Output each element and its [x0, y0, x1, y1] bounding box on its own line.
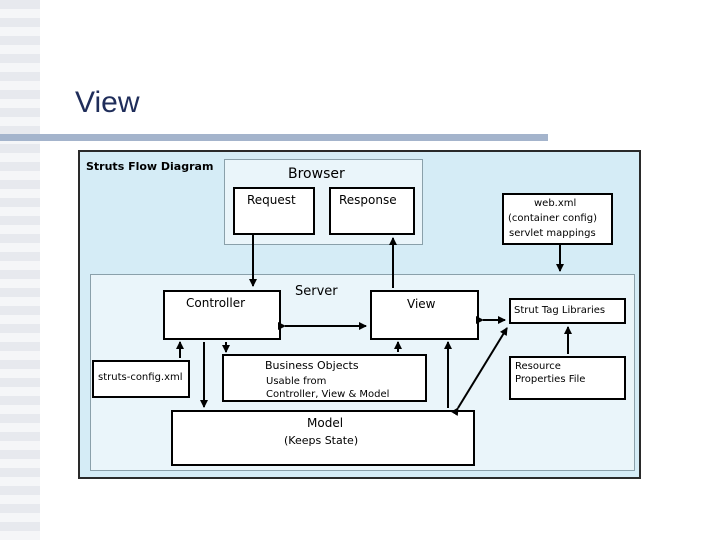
business-objects-box: Business Objects Usable from Controller,…	[222, 354, 427, 402]
webxml-line2: (container config)	[508, 213, 597, 224]
webxml-box: web.xml (container config) servlet mappi…	[502, 193, 613, 245]
title-underline	[0, 134, 548, 141]
model-title: Model	[307, 416, 344, 430]
connector-arrows	[176, 234, 572, 417]
webxml-line1: web.xml	[534, 198, 577, 209]
business-objects-line1: Usable from	[266, 376, 327, 387]
browser-region: Browser Request Response	[224, 159, 423, 245]
view-label: View	[407, 297, 436, 311]
tag-libraries-label: Strut Tag Libraries	[514, 305, 606, 316]
struts-config-label: struts-config.xml	[98, 372, 183, 383]
resource-line2: Properties File	[515, 374, 586, 385]
request-label: Request	[247, 193, 296, 207]
struts-config-box: struts-config.xml	[92, 360, 190, 398]
decorative-stripes	[0, 0, 40, 540]
browser-title: Browser	[288, 166, 345, 182]
diagram-label: Struts Flow Diagram	[86, 160, 214, 173]
server-title: Server	[295, 284, 338, 299]
response-label: Response	[339, 193, 397, 207]
resource-line1: Resource	[515, 361, 561, 372]
tag-libraries-box: Strut Tag Libraries	[509, 298, 626, 324]
resource-box: Resource Properties File	[509, 356, 626, 400]
response-box: Response	[329, 187, 415, 235]
struts-flow-diagram: Struts Flow Diagram Browser Request Resp…	[78, 150, 641, 479]
request-box: Request	[233, 187, 315, 235]
model-taglib-arrow	[450, 327, 508, 417]
business-objects-title: Business Objects	[265, 359, 359, 372]
controller-box: Controller	[163, 290, 281, 340]
slide-title: View	[75, 86, 140, 119]
business-objects-line2: Controller, View & Model	[266, 389, 390, 400]
controller-label: Controller	[186, 296, 246, 310]
model-box: Model (Keeps State)	[171, 410, 475, 466]
webxml-line3: servlet mappings	[509, 228, 596, 239]
model-subtitle: (Keeps State)	[284, 434, 359, 447]
